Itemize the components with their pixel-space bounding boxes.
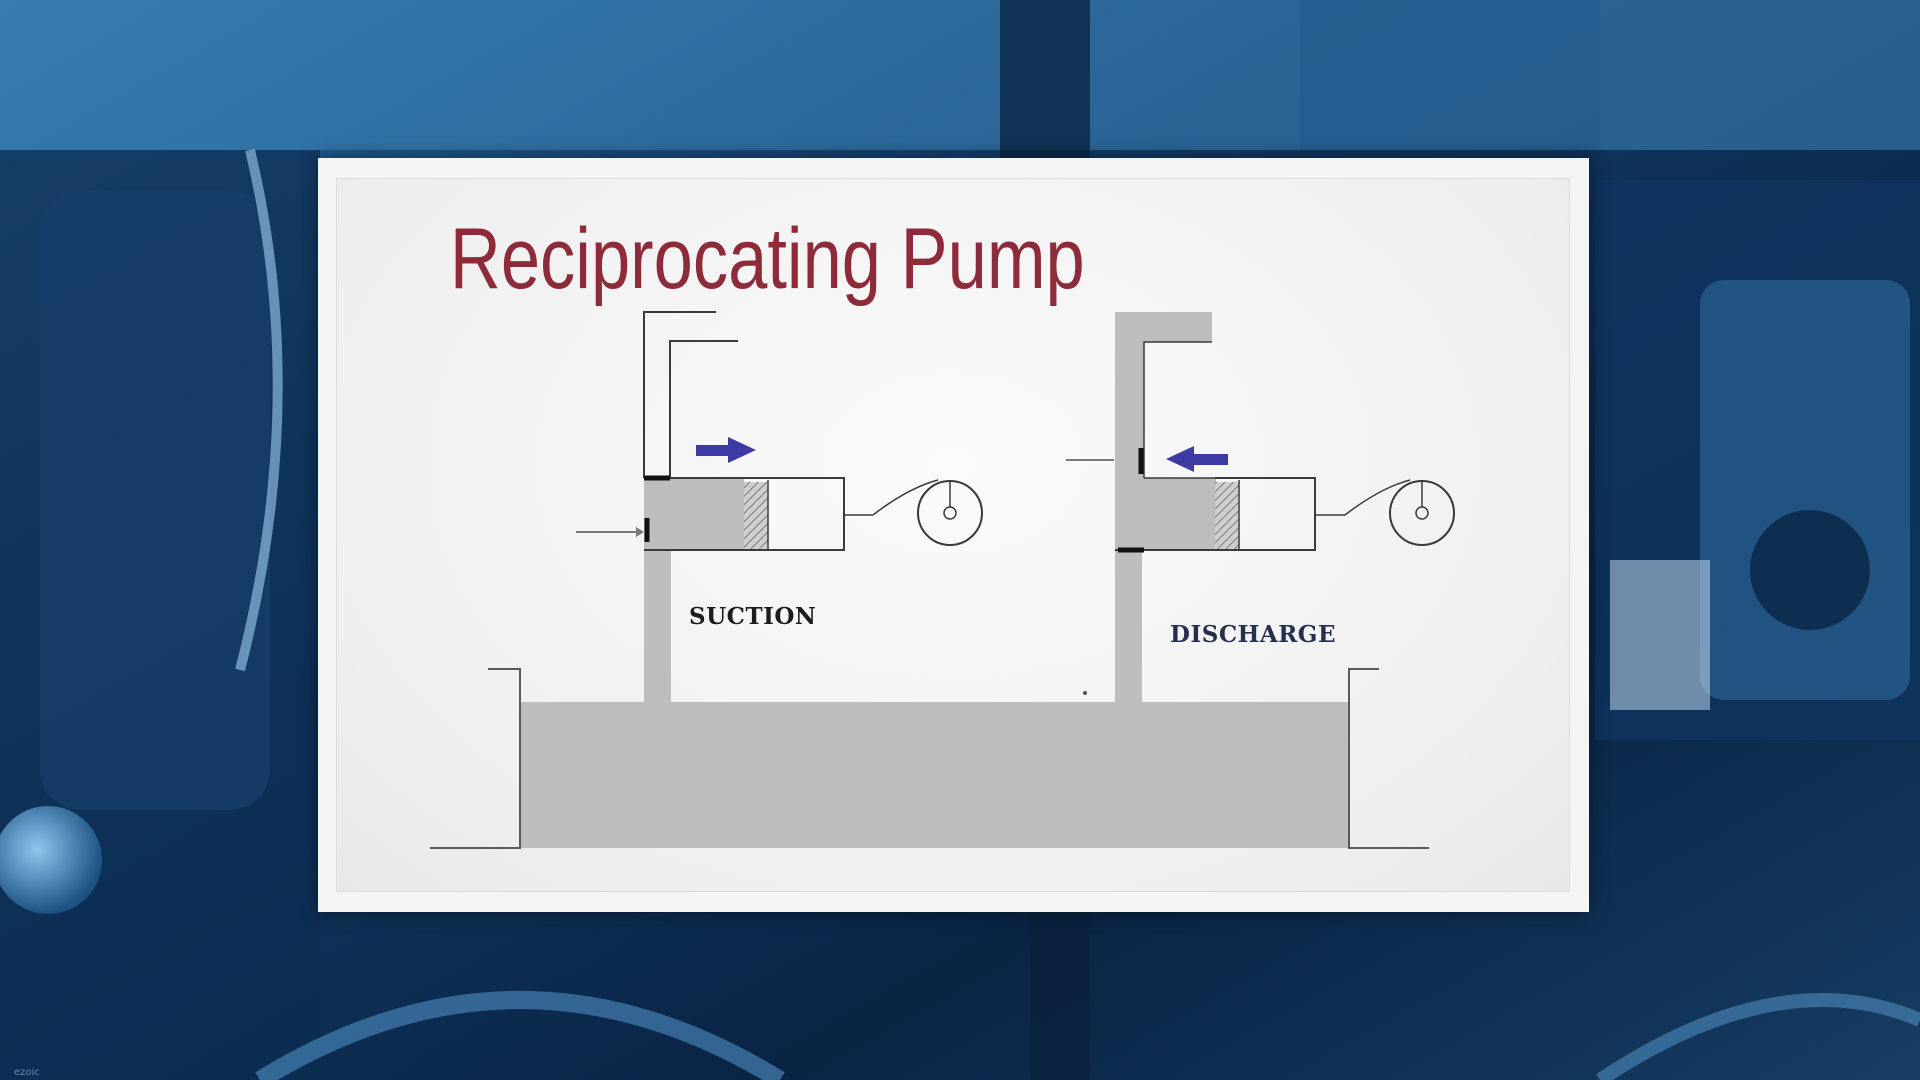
suction-label: SUCTION: [689, 603, 816, 630]
slide-card: Reciprocating Pump: [318, 158, 1589, 912]
discharge-unit: DISCHARGE: [1066, 312, 1455, 702]
reciprocating-pump-diagram: Reciprocating Pump: [430, 210, 1455, 849]
arrow-left-icon: [1166, 446, 1228, 472]
diagram-title: Reciprocating Pump: [450, 210, 1085, 306]
watermark-text: ezoic: [14, 1067, 40, 1078]
discharge-label: DISCHARGE: [1170, 621, 1336, 648]
discharge-piston: [1215, 482, 1239, 549]
suction-piston: [744, 482, 768, 549]
sump-tank: [430, 668, 1429, 849]
suction-unit: SUCTION: [576, 311, 983, 702]
arrow-right-icon: [696, 437, 756, 463]
